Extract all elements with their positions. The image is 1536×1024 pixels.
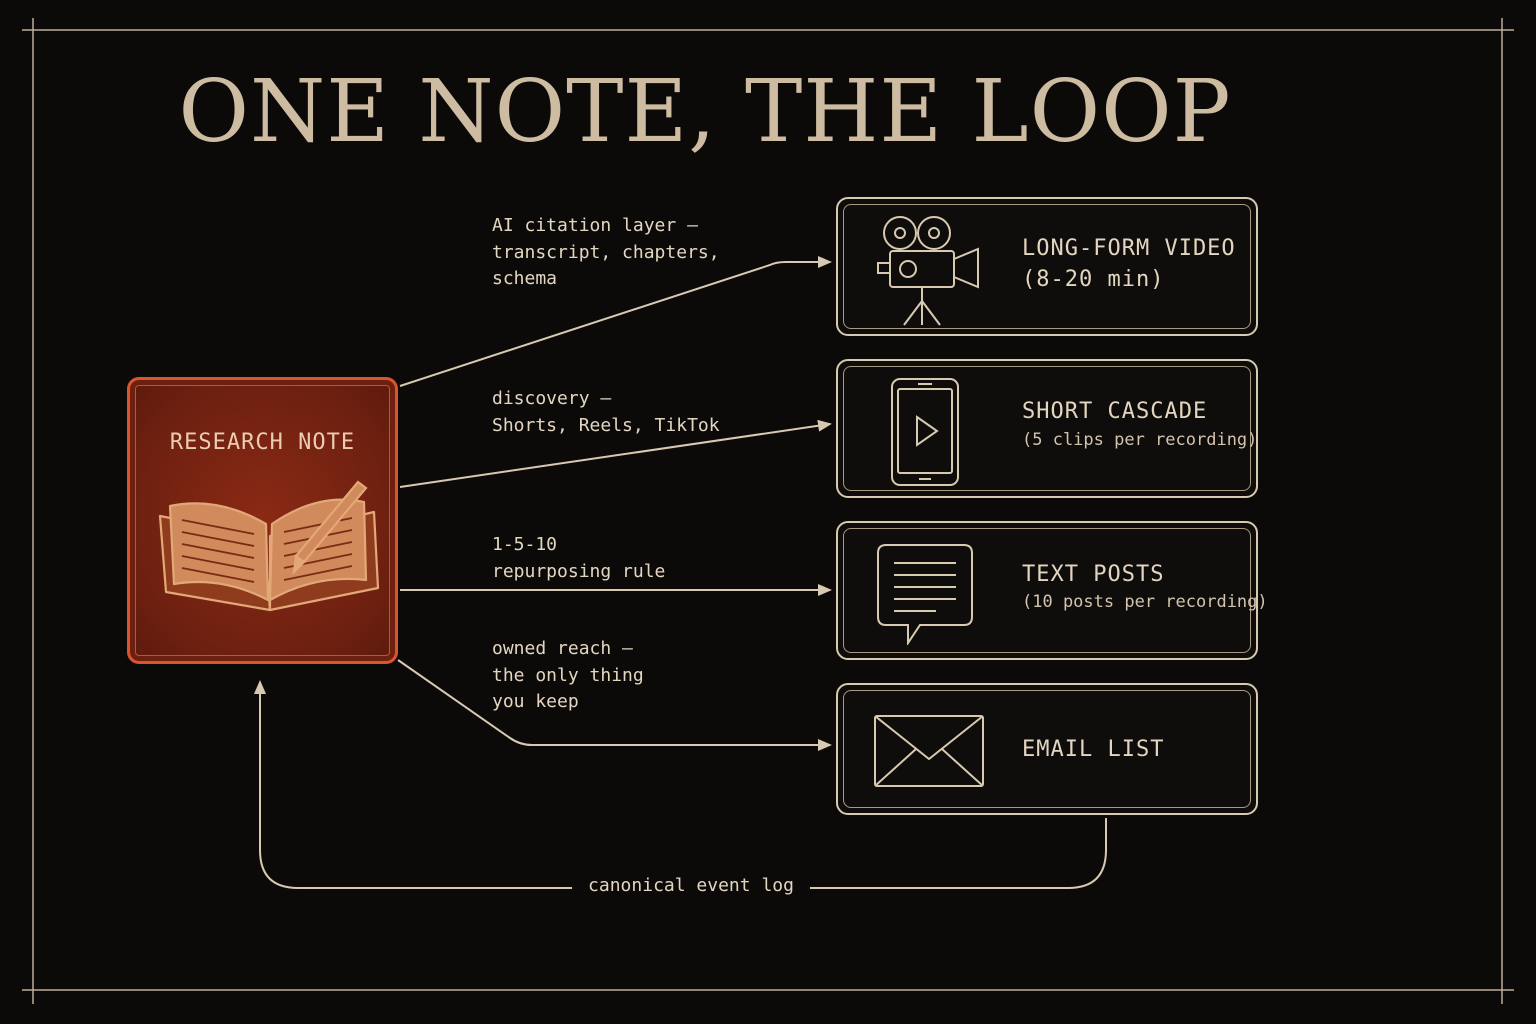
arrow-to-short-cascade: [399, 419, 832, 488]
edge-label-email-list: owned reach — the only thing you keep: [492, 638, 644, 712]
diagram-title: ONE NOTE, THE LOOP: [178, 62, 1232, 162]
text-posts-card: TEXT POSTS (10 posts per recording): [836, 521, 1268, 660]
short-cascade-title: SHORT CASCADE: [1022, 399, 1208, 424]
text-posts-subtitle: (10 posts per recording): [1022, 592, 1268, 612]
edge-label-long-form: AI citation layer — transcript, chapters…: [492, 215, 720, 289]
research-note-label: RESEARCH NOTE: [169, 430, 356, 455]
speech-bubble-icon: [877, 544, 973, 645]
loop-label: canonical event log: [572, 875, 810, 896]
arrow-to-email-list: [397, 659, 832, 751]
long-form-video-card: LONG-FORM VIDEO (8-20 min): [836, 197, 1258, 336]
edge-label-short-cascade: discovery — Shorts, Reels, TikTok: [492, 388, 720, 436]
envelope-icon: [874, 715, 984, 787]
email-list-title: EMAIL LIST: [1022, 737, 1165, 762]
research-note-box: RESEARCH NOTE: [127, 377, 398, 664]
arrow-to-long-form-video: [399, 256, 832, 387]
film-camera-icon: [877, 216, 979, 326]
phone-play-icon: [891, 378, 959, 486]
short-cascade-card: SHORT CASCADE (5 clips per recording): [836, 359, 1258, 498]
open-book-with-pen-icon: [158, 480, 380, 612]
short-cascade-subtitle: (5 clips per recording): [1022, 430, 1258, 450]
email-list-card: EMAIL LIST: [836, 683, 1258, 815]
edge-label-text-posts: 1-5-10 repurposing rule: [492, 534, 666, 582]
long-form-video-title: LONG-FORM VIDEO (8-20 min): [1022, 236, 1236, 292]
text-posts-title: TEXT POSTS: [1022, 562, 1165, 587]
